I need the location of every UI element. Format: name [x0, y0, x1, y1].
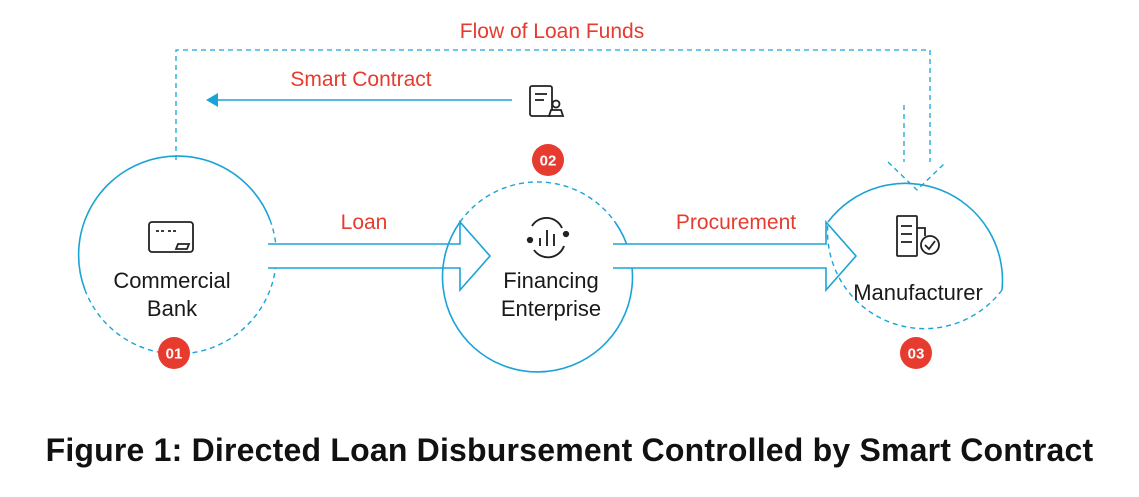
node-bank-ring-solid — [77, 155, 271, 291]
loan-label: Loan — [341, 211, 388, 234]
figure-caption: Figure 1: Directed Loan Disbursement Con… — [45, 432, 1094, 468]
node-bank-badge: 01 — [158, 337, 190, 369]
procurement-label: Procurement — [676, 211, 796, 234]
node-bank-name-line2: Bank — [147, 296, 198, 321]
svg-text:03: 03 — [908, 346, 925, 363]
flow-of-loan-funds-label: Flow of Loan Funds — [460, 20, 644, 43]
node-manufacturer-ring-solid — [827, 182, 1004, 291]
credit-card-icon — [148, 221, 194, 253]
loan-arrow — [268, 219, 492, 293]
building-check-icon — [896, 215, 940, 257]
svg-text:02: 02 — [540, 153, 557, 170]
node-enterprise-ring-solid — [441, 221, 634, 373]
node-enterprise-name-line1: Financing — [503, 268, 598, 293]
node-manufacturer-badge: 03 — [900, 337, 932, 369]
smart-contract-arrowhead — [206, 93, 218, 107]
contract-stamp-icon — [529, 85, 565, 117]
svg-text:01: 01 — [166, 346, 183, 363]
smart-contract-label: Smart Contract — [290, 68, 431, 91]
node-enterprise-ring-dashed — [459, 181, 616, 223]
node-enterprise-name-line2: Enterprise — [501, 296, 601, 321]
node-manufacturer-ring-dashed — [826, 221, 1003, 330]
procurement-arrow — [613, 219, 858, 293]
loan-funds-flow-arrowhead — [887, 161, 947, 191]
node-bank-name-line1: Commercial — [113, 268, 230, 293]
node-enterprise-badge: 02 — [532, 144, 564, 176]
chart-cycle-icon — [526, 216, 570, 259]
loan-funds-flow-path — [175, 49, 931, 162]
node-manufacturer-name: Manufacturer — [853, 280, 983, 305]
